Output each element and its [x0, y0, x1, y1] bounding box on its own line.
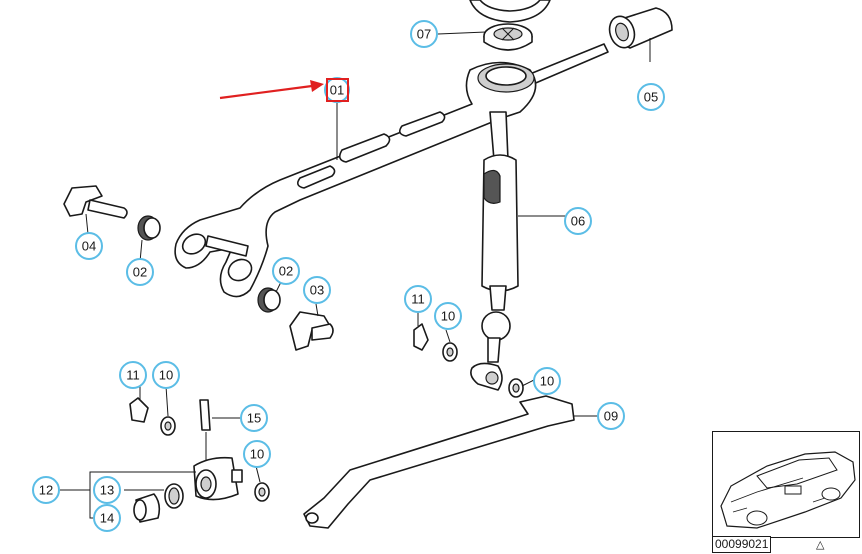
part-14-sleeve[interactable]	[133, 493, 161, 523]
callout-09[interactable]: 09	[597, 402, 625, 430]
part-01-shift-arm[interactable]	[174, 61, 537, 298]
callout-05[interactable]: 05	[637, 83, 665, 111]
svg-text:02: 02	[133, 265, 147, 280]
svg-text:07: 07	[417, 27, 431, 42]
callout-07[interactable]: 07	[410, 20, 438, 48]
car-outline-icon	[720, 451, 856, 529]
part-02-bushing-right[interactable]	[257, 279, 283, 313]
svg-text:11: 11	[411, 292, 425, 307]
svg-text:10: 10	[441, 309, 455, 324]
callout-14[interactable]: 14	[93, 504, 121, 532]
part-02-bushing-left[interactable]	[137, 215, 161, 263]
part-11-clip-upper[interactable]	[413, 310, 429, 351]
callout-12[interactable]: 12	[32, 476, 60, 504]
svg-text:01: 01	[330, 83, 344, 98]
callout-10-lower[interactable]: 10	[243, 440, 271, 468]
part-15-pin[interactable]	[199, 399, 240, 460]
callout-10-lower-left[interactable]: 10	[152, 361, 180, 389]
svg-text:03: 03	[310, 283, 324, 298]
part-09-shift-rod[interactable]	[303, 395, 598, 529]
svg-text:10: 10	[540, 374, 554, 389]
reference-number: 00099021	[712, 536, 772, 553]
callout-11-lower[interactable]: 11	[119, 361, 147, 389]
svg-text:04: 04	[82, 239, 96, 254]
callout-03[interactable]: 03	[303, 276, 331, 304]
callout-15[interactable]: 15	[240, 404, 268, 432]
warning-icon: △	[816, 538, 825, 551]
svg-text:10: 10	[159, 368, 173, 383]
callout-02-left[interactable]: 02	[126, 258, 154, 286]
svg-text:10: 10	[250, 447, 264, 462]
callout-06[interactable]: 06	[564, 207, 592, 235]
highlight-box	[326, 78, 349, 102]
callout-10-right[interactable]: 10	[533, 367, 561, 395]
part-06-shift-lever[interactable]	[470, 111, 566, 391]
callout-04[interactable]: 04	[75, 232, 103, 260]
callout-01[interactable]: 01	[324, 77, 350, 103]
part-top-ring	[469, 0, 551, 23]
part-13-joint[interactable]	[164, 456, 243, 509]
svg-text:13: 13	[100, 483, 114, 498]
part-10-washers[interactable]	[160, 342, 524, 502]
callout-10-upper[interactable]: 10	[434, 302, 462, 330]
svg-text:09: 09	[604, 409, 618, 424]
leader-lines	[124, 31, 535, 491]
part-07-bushing[interactable]	[483, 23, 533, 51]
svg-text:05: 05	[644, 90, 658, 105]
callout-13[interactable]: 13	[93, 476, 121, 504]
svg-text:02: 02	[279, 264, 293, 279]
part-05-bush[interactable]	[606, 7, 673, 62]
part-04-clip[interactable]	[63, 185, 128, 235]
vehicle-inset	[712, 431, 860, 538]
svg-text:12: 12	[39, 483, 53, 498]
svg-text:11: 11	[126, 368, 140, 383]
part-03-clip[interactable]	[289, 303, 334, 351]
callout-11-upper[interactable]: 11	[404, 285, 432, 313]
svg-text:06: 06	[571, 214, 585, 229]
svg-text:15: 15	[247, 411, 261, 426]
svg-text:14: 14	[100, 511, 114, 526]
part-11-clip-lower[interactable]	[129, 386, 149, 423]
red-pointer-arrow	[219, 80, 324, 100]
callout-02-right[interactable]: 02	[272, 257, 300, 285]
